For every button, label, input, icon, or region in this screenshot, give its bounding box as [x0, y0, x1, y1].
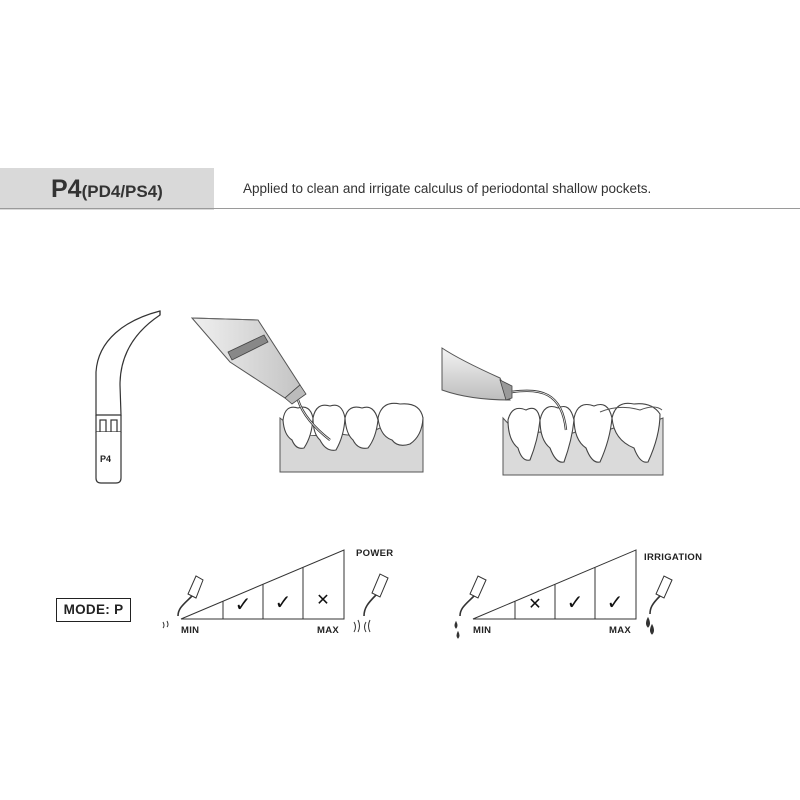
power-scale — [180, 549, 345, 620]
irrigation-level-2-mark: ✓ — [566, 592, 584, 614]
irrigation-max-label: MAX — [609, 625, 632, 636]
irrigation-min-label: MIN — [473, 625, 492, 636]
irrigation-level-1-mark: ✕ — [528, 596, 542, 613]
power-level-2-mark: ✓ — [274, 592, 292, 614]
tip-label: P4 — [100, 454, 112, 464]
irrigation-scale — [472, 549, 637, 620]
tip-description: Applied to clean and irrigate calculus o… — [243, 181, 652, 196]
header-bar — [0, 168, 214, 210]
low-irrigation-tip-icon — [454, 575, 487, 639]
header-divider — [0, 208, 800, 209]
water-drop-icon — [646, 575, 673, 635]
power-level-1-mark: ✓ — [234, 594, 252, 616]
irrigation-level-3-mark: ✓ — [606, 592, 624, 614]
model-name: P4 — [51, 175, 82, 203]
handpiece-in-pocket-illustration — [441, 347, 664, 476]
power-min-label: MIN — [181, 625, 200, 636]
handpiece-on-teeth-illustration — [190, 317, 424, 473]
scaler-tip-icon — [95, 310, 161, 484]
power-title: POWER — [356, 548, 394, 559]
power-level-3-mark: ✕ — [316, 592, 330, 609]
irrigation-title: IRRIGATION — [644, 552, 703, 563]
model-variants: (PD4/PS4) — [81, 182, 163, 201]
low-power-tip-icon — [162, 575, 204, 629]
model-title: P4(PD4/PS4) — [51, 174, 163, 204]
power-max-label: MAX — [317, 625, 340, 636]
high-power-tip-icon — [353, 573, 389, 633]
mode-label: MODE: P — [56, 598, 131, 622]
